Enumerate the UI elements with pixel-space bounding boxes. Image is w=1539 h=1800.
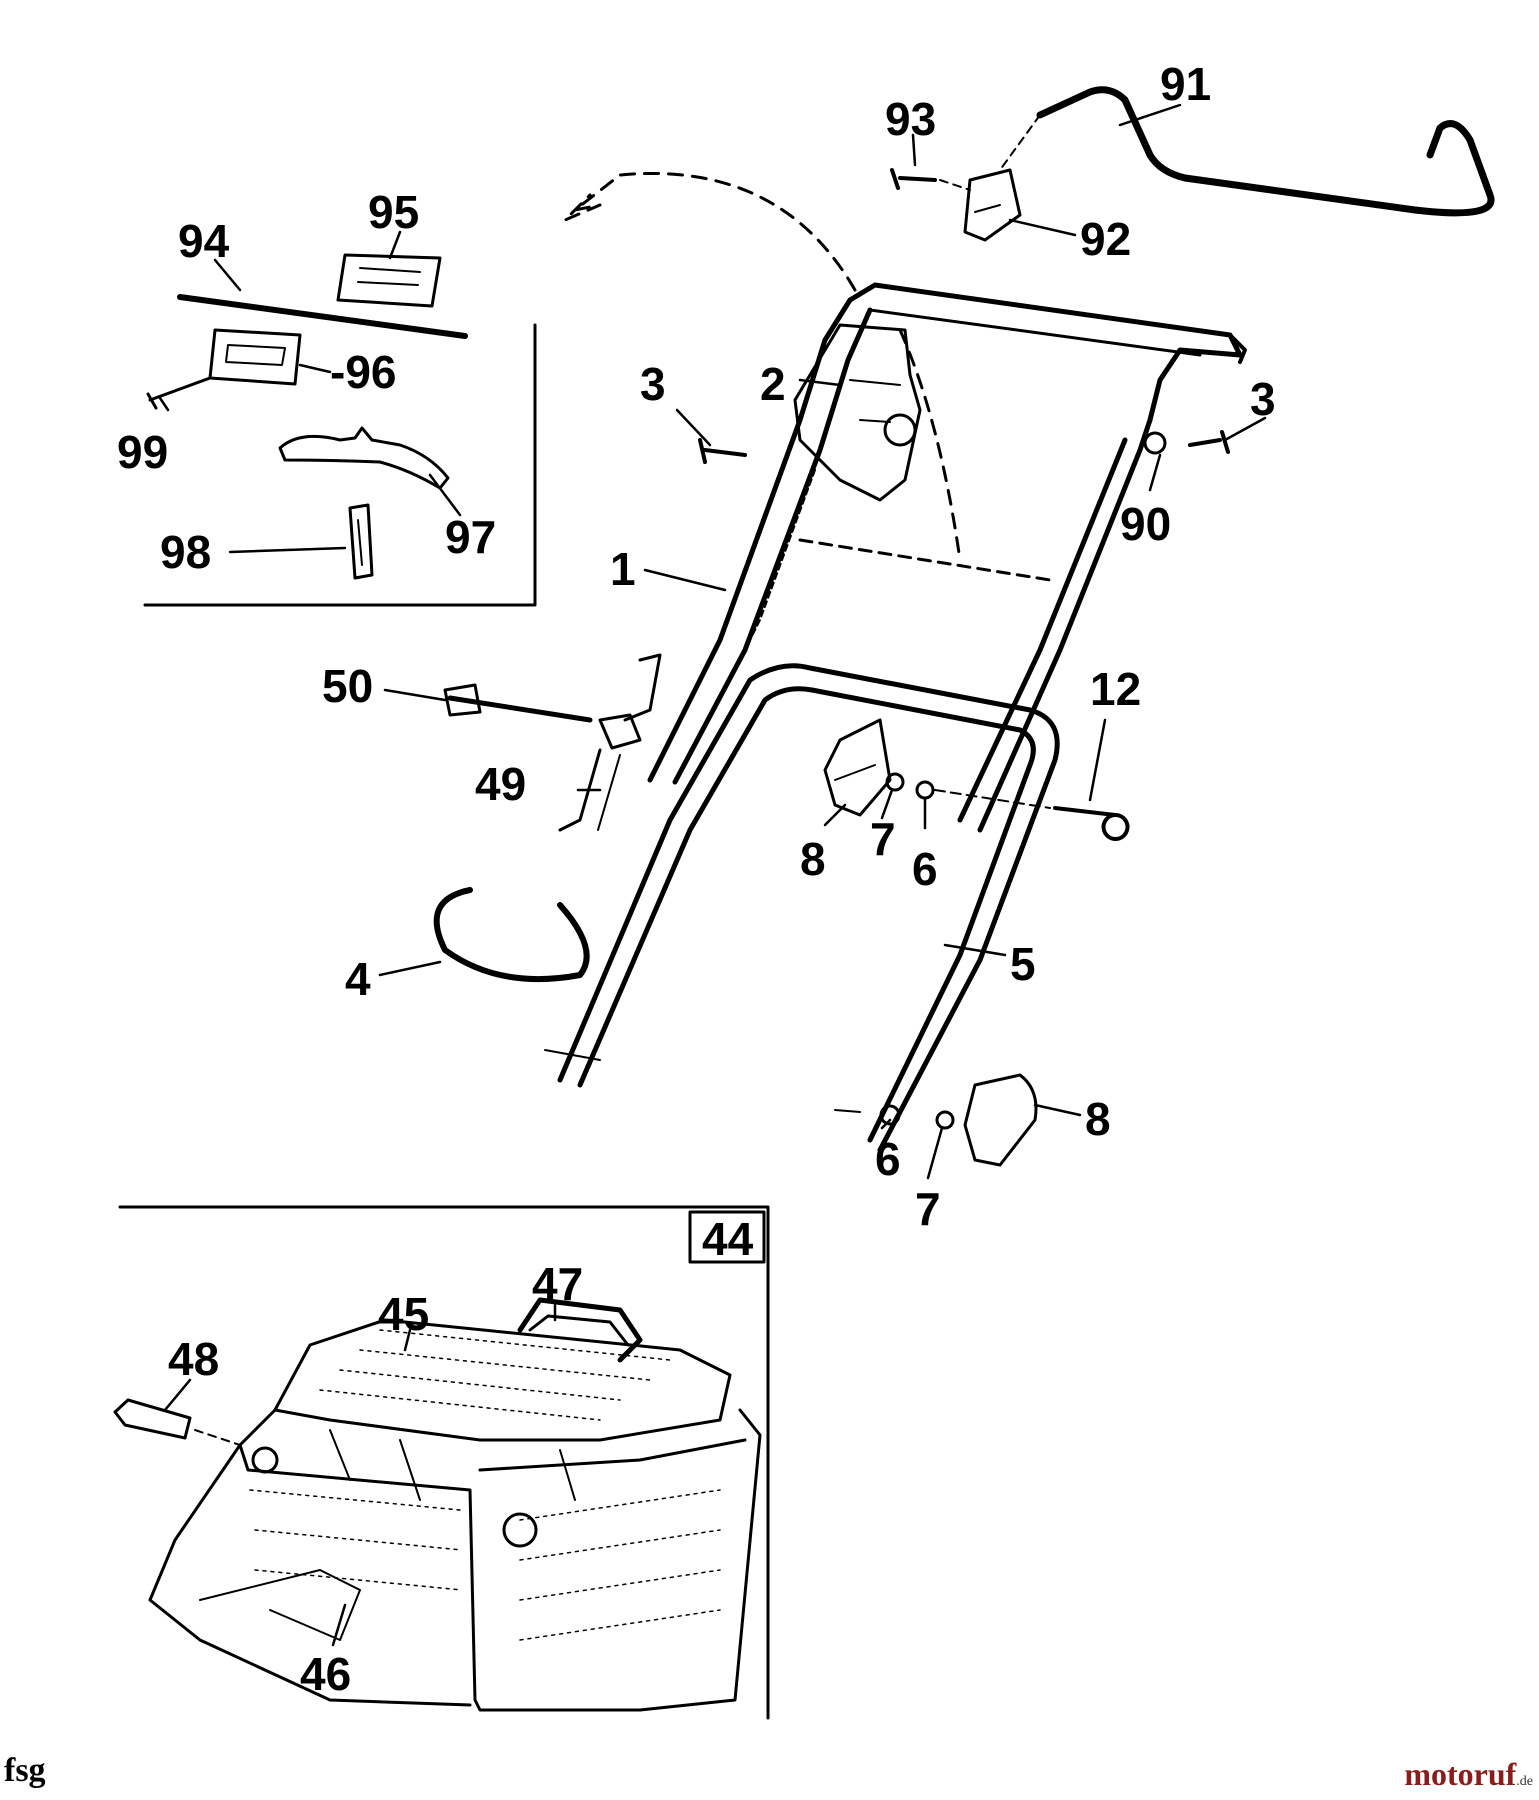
label-94: 94 — [178, 215, 230, 267]
label-97: 97 — [445, 511, 496, 563]
clip-96 — [208, 328, 302, 386]
label-92: 92 — [1080, 213, 1131, 265]
brand-tld: .de — [1516, 1774, 1533, 1789]
fold-arc — [563, 171, 857, 292]
brand-main: motoruf — [1404, 1756, 1517, 1792]
clip-95 — [336, 253, 442, 308]
label-8-lower: 8 — [1085, 1093, 1111, 1145]
drawing-code: fsg — [4, 1752, 46, 1789]
buckle-98 — [348, 503, 374, 580]
rod-94 — [177, 294, 468, 339]
lower-handle-5 — [544, 663, 1060, 1153]
inset-frame-catcher — [118, 1205, 770, 1720]
label-48: 48 — [168, 1333, 219, 1385]
brand-logo: motoruf.de — [1404, 1756, 1533, 1793]
label-6-lower: 6 — [875, 1133, 901, 1185]
label-3-left: 3 — [640, 358, 666, 410]
label-93: 93 — [885, 93, 936, 145]
washer-6-upper — [915, 780, 935, 800]
clamp-8-lower — [963, 1073, 1038, 1167]
grass-catcher-44 — [148, 1297, 762, 1712]
bolt-3-right — [1188, 430, 1230, 454]
cable — [719, 469, 816, 701]
label-45: 45 — [378, 1288, 429, 1340]
switch-box-2 — [793, 323, 922, 502]
nut-7-upper — [885, 772, 905, 792]
clip-92 — [963, 168, 1022, 242]
part-labels: 91 93 92 95 94 -96 99 97 98 3 2 3 90 1 5… — [117, 58, 1276, 1700]
label-7-upper: 7 — [870, 813, 896, 865]
bolt-3-left — [698, 438, 747, 464]
label-91: 91 — [1160, 58, 1211, 110]
label-8-upper: 8 — [800, 833, 826, 885]
label-44: 44 — [702, 1213, 754, 1265]
bolt-50 — [447, 695, 593, 723]
screw-93 — [890, 168, 937, 190]
pin-48 — [113, 1398, 241, 1446]
knob-49 — [558, 653, 662, 832]
label-47: 47 — [532, 1258, 583, 1310]
label-1: 1 — [610, 543, 636, 595]
leader-98 — [228, 546, 347, 554]
label-5: 5 — [1010, 938, 1036, 990]
label-49: 49 — [475, 758, 526, 810]
bushing-90 — [1143, 431, 1167, 455]
clamp-8-upper — [823, 718, 892, 817]
label-12: 12 — [1090, 663, 1141, 715]
label-3-right: 3 — [1250, 373, 1276, 425]
leader-lines — [158, 103, 1267, 1647]
label-46: 46 — [300, 1648, 351, 1700]
label-box-44 — [688, 1210, 766, 1264]
fold-arc-lower — [898, 328, 962, 562]
label-96: -96 — [330, 346, 396, 398]
label-4: 4 — [345, 953, 371, 1005]
inset-frame-parts — [143, 323, 537, 607]
label-2: 2 — [760, 358, 786, 410]
bolt-12 — [1053, 806, 1130, 841]
label-95: 95 — [368, 186, 419, 238]
label-90: 90 — [1120, 498, 1171, 550]
upper-handle-1 — [647, 282, 1247, 833]
label-6-upper: 6 — [912, 843, 938, 895]
nut-7-lower — [935, 1110, 955, 1130]
label-98: 98 — [160, 526, 211, 578]
bail-lever-91 — [1036, 86, 1495, 217]
ring-4 — [433, 887, 590, 983]
label-7-lower: 7 — [915, 1183, 941, 1235]
label-99: 99 — [117, 426, 168, 478]
bracket-97 — [278, 426, 450, 490]
screw-99 — [146, 376, 212, 410]
label-50: 50 — [322, 660, 373, 712]
washer-6-lower — [879, 1104, 901, 1126]
